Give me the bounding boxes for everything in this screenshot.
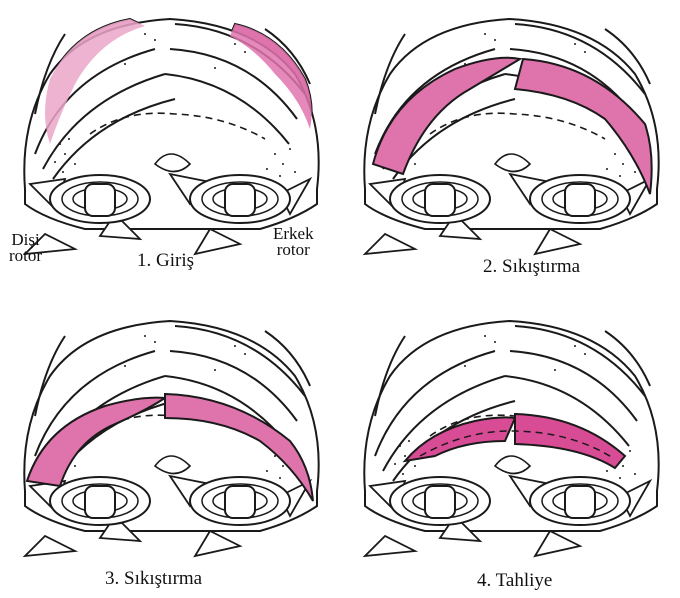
panel-caption: 3. Sıkıştırma <box>105 568 202 590</box>
rotor-diagram-discharge <box>345 306 675 566</box>
panel-compression-1: 2. Sıkıştırma <box>345 4 675 294</box>
panel-caption: 4. Tahliye <box>477 570 552 592</box>
rotor-diagram-compression-2 <box>5 306 335 566</box>
panel-compression-2: 3. Sıkıştırma <box>5 306 335 596</box>
rotor-diagram-compression-1 <box>345 4 675 264</box>
panel-discharge: 4. Tahliye <box>345 306 675 596</box>
panel-caption: 1. Giriş <box>137 250 194 272</box>
panel-caption: 2. Sıkıştırma <box>483 256 580 278</box>
